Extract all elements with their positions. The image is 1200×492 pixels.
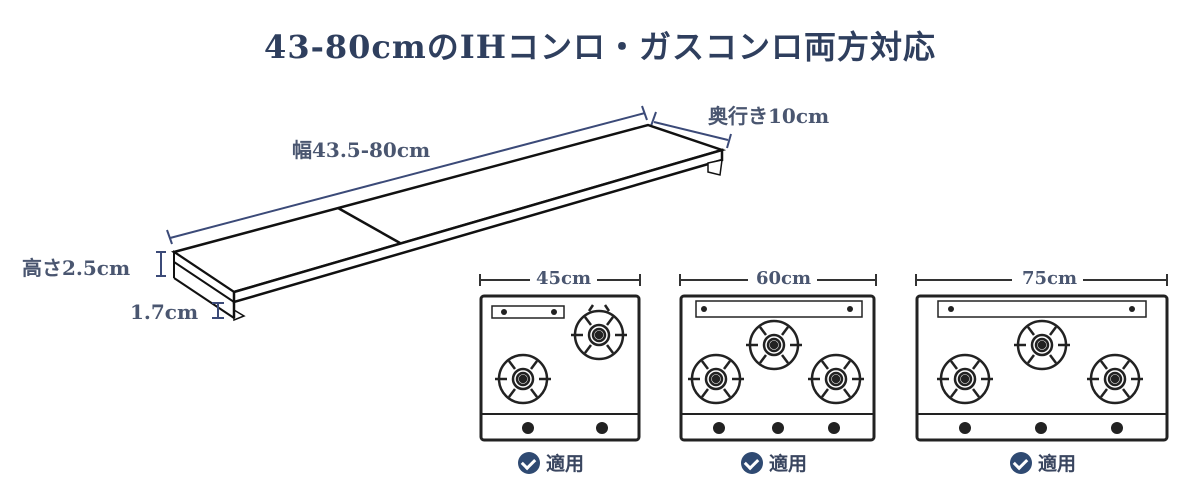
check-circle-icon — [741, 451, 763, 474]
stove-size-label: 75cm — [1016, 268, 1084, 289]
compatible-badge: 適用 — [1010, 449, 1076, 476]
width-label: 幅43.5-80cm — [292, 138, 431, 162]
compatible-badge: 適用 — [518, 449, 584, 476]
stove-45cm-diagram — [479, 274, 641, 442]
check-circle-icon — [518, 451, 540, 474]
depth-label: 奥行き10cm — [708, 104, 830, 128]
stove-size-label: 60cm — [750, 268, 818, 289]
stove-size-label: 45cm — [530, 268, 598, 289]
stove-60cm-diagram — [679, 274, 877, 442]
stove-75cm-diagram — [915, 274, 1169, 442]
leg-height-label: 1.7cm — [130, 300, 199, 324]
height-label: 高さ2.5cm — [22, 256, 131, 280]
compatible-badge: 適用 — [741, 449, 807, 476]
page-title: 43-80cmのIHコンロ・ガスコンロ両方対応 — [264, 28, 936, 66]
check-circle-icon — [1010, 451, 1032, 474]
